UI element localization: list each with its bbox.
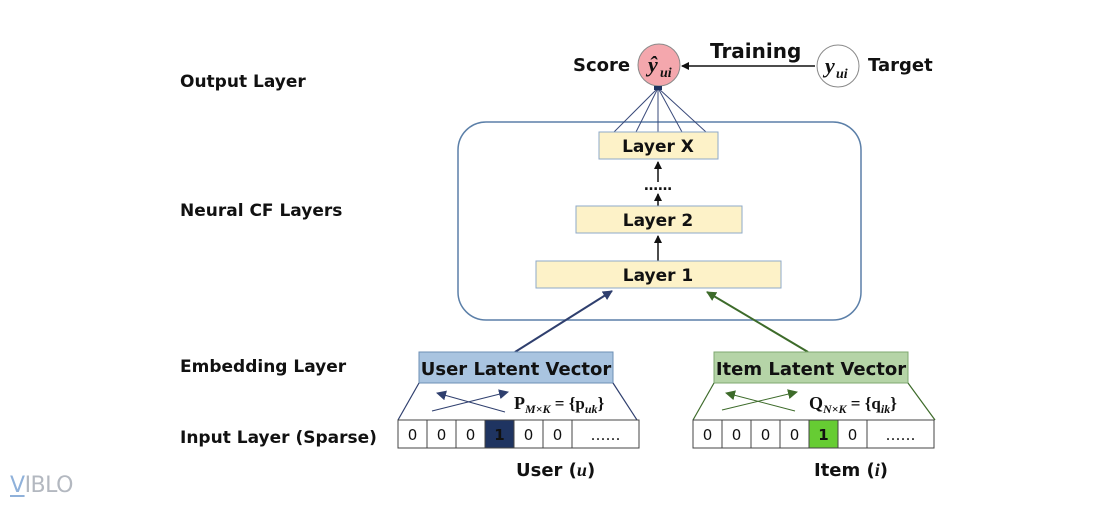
score-anchor — [654, 86, 662, 90]
item-input-cell — [779, 419, 810, 449]
connection-line — [657, 87, 683, 133]
layer-2-box — [575, 205, 743, 234]
user-input-cell-value: 0 — [408, 426, 418, 444]
watermark-text: IBLO — [24, 473, 74, 498]
item-matrix-formula: QN×K = {qik} — [809, 393, 897, 416]
label-embedding-layer: Embedding Layer — [180, 357, 347, 377]
item-input-cell — [866, 419, 935, 449]
user-input-cell — [397, 419, 428, 449]
user-input-cell — [571, 419, 640, 449]
item-trapezoid-left — [692, 382, 715, 421]
item-input-cell-value: …… — [886, 426, 916, 444]
label-neural-cf-layers: Neural CF Layers — [180, 201, 342, 221]
target-node — [816, 44, 860, 88]
user-input-cell-value: 1 — [494, 426, 504, 444]
item-latent-vector-label: Item Latent Vector — [716, 359, 906, 380]
user-trapezoid-left — [397, 382, 420, 421]
watermark-v: V — [10, 473, 25, 498]
item-latent-vector-box — [713, 351, 909, 384]
item-input-cell-value: 0 — [732, 426, 742, 444]
score-subscript: ui — [660, 66, 672, 81]
target-label: Target — [868, 55, 933, 76]
connection-line — [613, 87, 659, 133]
user-latent-vector-label: User Latent Vector — [421, 359, 612, 380]
layer-ellipsis: …… — [644, 178, 672, 194]
score-symbol: ŷ — [645, 52, 658, 77]
user-input-cell — [455, 419, 486, 449]
layer-2-label: Layer 2 — [623, 211, 694, 231]
layer-x-label: Layer X — [622, 137, 694, 157]
layer-1-box — [535, 260, 782, 289]
connection-line — [635, 87, 659, 133]
layer-1-label: Layer 1 — [623, 266, 694, 286]
user-input-cell-value: 0 — [466, 426, 476, 444]
user-to-layer1-arrow — [514, 290, 613, 353]
item-caption: Item (i) — [814, 460, 888, 481]
viblo-watermark-logo: VIBLO — [10, 473, 73, 498]
user-matrix-formula: PM×K = {puk} — [514, 393, 605, 416]
label-input-layer: Input Layer (Sparse) — [180, 428, 377, 448]
user-caption: User (u) — [516, 460, 595, 481]
user-input-cell-value: 0 — [524, 426, 534, 444]
item-input-cell-value: 1 — [818, 426, 828, 444]
user-cross-arrow-right — [431, 389, 509, 412]
layer-x-box — [598, 131, 719, 160]
user-input-cell — [513, 419, 544, 449]
item-trapezoid-right — [907, 382, 936, 421]
score-node — [637, 43, 681, 87]
user-input-cell-value: 0 — [553, 426, 563, 444]
item-cross-arrow-left — [725, 390, 796, 412]
training-label: Training — [710, 39, 801, 63]
user-latent-vector-box — [418, 351, 614, 384]
label-output-layer: Output Layer — [180, 72, 306, 92]
target-symbol: y — [822, 53, 835, 78]
score-label: Score — [573, 55, 630, 76]
connection-line — [657, 87, 707, 133]
item-input-cell-value: 0 — [790, 426, 800, 444]
target-subscript: ui — [836, 67, 848, 82]
user-cross-arrow-left — [436, 390, 506, 413]
user-trapezoid-right — [612, 382, 638, 421]
item-input-cell — [750, 419, 781, 449]
item-cross-arrow-right — [721, 389, 798, 411]
item-input-cell-value: 0 — [703, 426, 713, 444]
output-connections — [613, 87, 707, 133]
user-input-cell-value: …… — [591, 426, 621, 444]
neural-cf-frame — [457, 121, 862, 321]
user-input-cell-value: 0 — [437, 426, 447, 444]
item-to-layer1-arrow — [706, 291, 809, 353]
item-input-cell-value: 0 — [761, 426, 771, 444]
item-input-cell-value: 0 — [848, 426, 858, 444]
